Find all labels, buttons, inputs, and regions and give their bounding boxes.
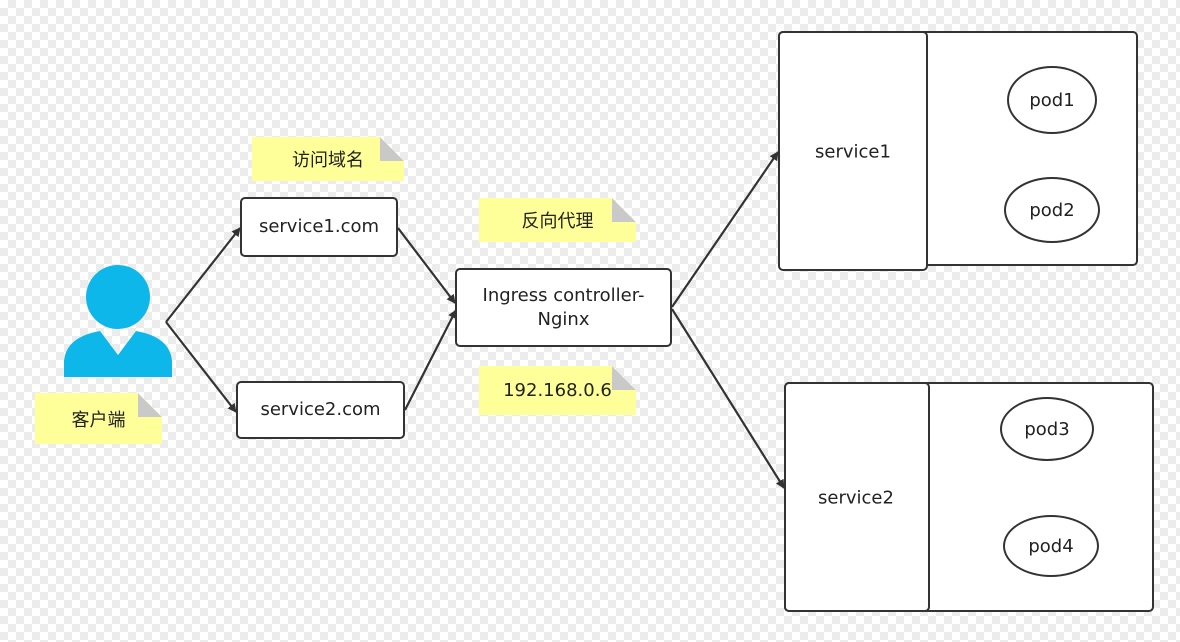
note-client: 客户端 — [35, 393, 162, 444]
pod-label: pod4 — [1028, 535, 1074, 557]
ingress-controller-box: Ingress controller- Nginx — [455, 268, 672, 347]
note-ip-text: 192.168.0.6 — [503, 380, 612, 401]
ingress-controller-label: Ingress controller- Nginx — [482, 284, 645, 330]
note-reverse-proxy-text: 反向代理 — [521, 211, 594, 232]
arrow-controller-to-service1 — [671, 151, 779, 308]
domain-box-label: service2.com — [260, 399, 381, 420]
domain-box-label: service1.com — [258, 216, 380, 237]
note-reverse-proxy: 反向代理 — [479, 198, 636, 242]
arrow-controller-to-service2 — [671, 308, 785, 489]
pod-label: pod2 — [1029, 199, 1075, 221]
note-visit-domain-text: 访问域名 — [292, 150, 364, 171]
note-visit-domain: 访问域名 — [252, 137, 404, 181]
arrow-client-to-service2-com — [165, 321, 237, 413]
service2-panel — [784, 382, 930, 612]
note-ip: 192.168.0.6 — [479, 366, 636, 415]
service2-label: service2 — [818, 487, 894, 509]
pod2-node: pod2 — [1004, 177, 1100, 243]
user-icon — [64, 265, 172, 377]
pod-label: pod3 — [1024, 418, 1070, 440]
pod1-node: pod1 — [1007, 66, 1097, 134]
arrow-client-to-service1-com — [165, 227, 241, 323]
domain-box-service2-com: service2.com — [236, 381, 405, 439]
pod4-node: pod4 — [1003, 515, 1099, 577]
service1-panel — [778, 31, 928, 271]
domain-box-service1-com: service1.com — [240, 197, 398, 257]
note-client-text: 客户端 — [71, 409, 126, 431]
pod3-node: pod3 — [1000, 397, 1094, 461]
arrow-service2-com-to-controller — [404, 309, 457, 411]
pod-label: pod1 — [1029, 89, 1075, 111]
arrow-service1-com-to-controller — [397, 227, 456, 304]
service1-label: service1 — [815, 141, 891, 163]
